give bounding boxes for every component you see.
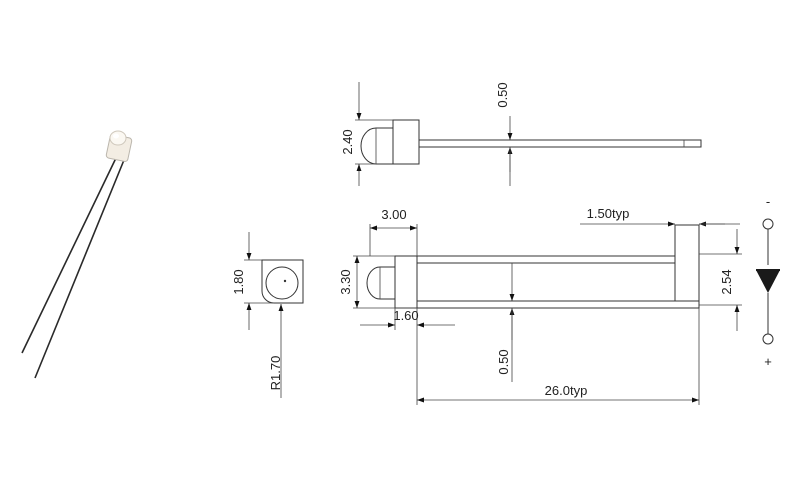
led-photo-icon [21,130,133,379]
dim-body-height: 3.30 [338,269,353,294]
dim-bend-radius: R1.70 [268,356,283,391]
dim-lead-length: 26.0typ [545,383,588,398]
diode-symbol-icon [756,218,780,345]
anode-label: - [766,194,770,209]
dim-front-width: 1.80 [231,269,246,294]
dim-lead-offset: 1.60 [393,308,418,323]
side-view [353,221,742,405]
dim-lead-thickness: 0.50 [496,349,511,374]
dim-top-lead-thickness: 0.50 [495,82,510,107]
top-view [355,82,702,186]
front-view [244,232,304,398]
dim-lead-pitch: 2.54 [719,269,734,294]
dim-body-length: 3.00 [381,207,406,222]
dim-tip-length: 1.50typ [587,206,630,221]
cathode-label: + [764,354,772,369]
dim-top-height: 2.40 [340,129,355,154]
